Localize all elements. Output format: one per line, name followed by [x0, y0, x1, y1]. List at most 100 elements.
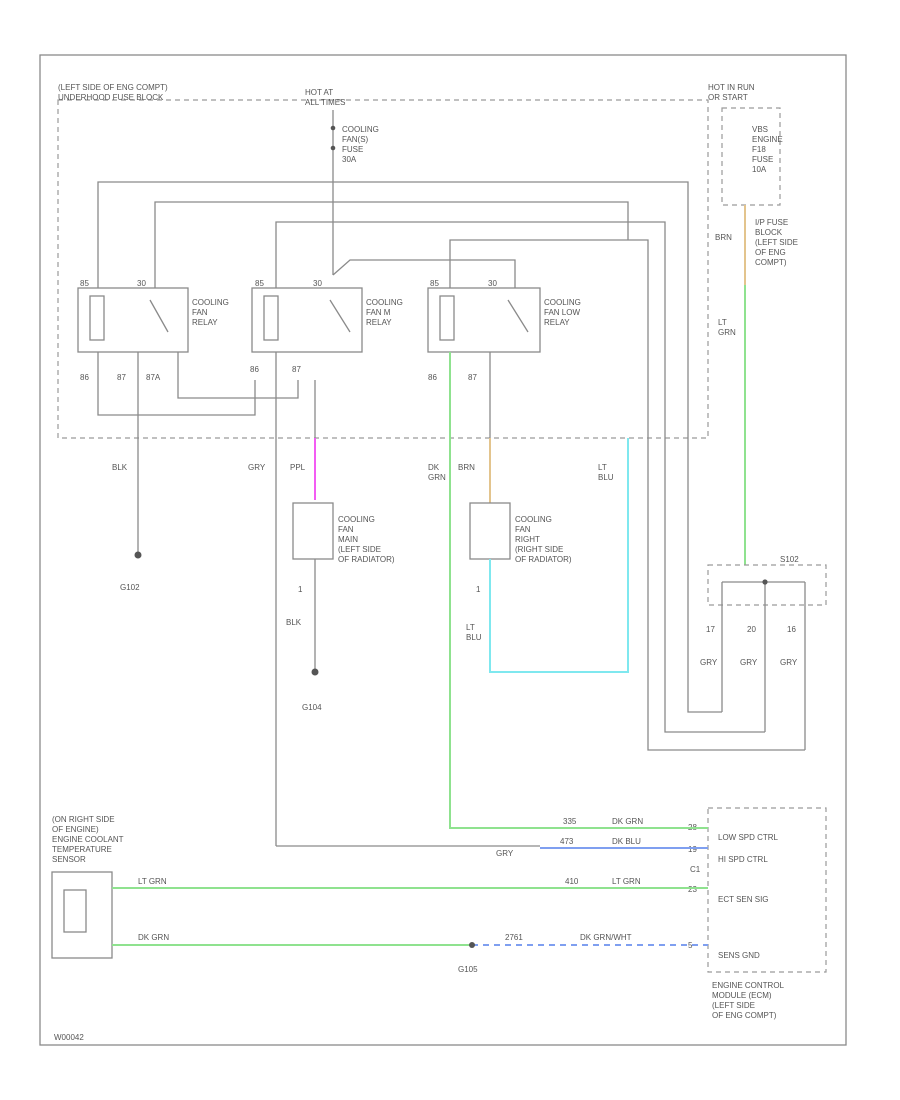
relay-30-link	[332, 259, 516, 288]
relay1-pin-87a: 87A	[146, 373, 161, 382]
relay1-pin-87: 87	[117, 373, 126, 382]
ecm-circuit-410: 410	[565, 877, 579, 886]
relay3-pin-30: 30	[488, 279, 497, 288]
splice-pin-17: 17	[706, 625, 715, 634]
wire-label-gry: GRY	[248, 463, 266, 472]
relay2-pin-86: 86	[250, 365, 259, 374]
cooling-fan-m-relay	[251, 287, 363, 353]
wire-label-blk: BLK	[112, 463, 128, 472]
splice-wire-label-16: GRY	[780, 658, 798, 667]
relay3-pin-87: 87	[468, 373, 477, 382]
relay2-pin-30: 30	[313, 279, 322, 288]
ect-wire-label-ltgrn: LT GRN	[138, 877, 167, 886]
ground-point-1	[134, 551, 142, 559]
ground-label-1: G102	[120, 583, 140, 592]
relay-interconnect-a	[97, 181, 722, 713]
ecm-pin-5: 5	[688, 941, 693, 950]
ecm-connector-label: C1	[690, 865, 701, 874]
fuse-block-label: (LEFT SIDE OF ENG COMPT)UNDERHOOD FUSE B…	[58, 83, 168, 102]
ground-point-3	[469, 942, 475, 948]
relay-interconnect-f	[177, 352, 299, 399]
relay-interconnect-c	[275, 221, 765, 733]
ecm-wire-label-gry: GRY	[496, 849, 514, 858]
lt-blu-wire	[489, 438, 629, 673]
ecm-circuit-335: 335	[563, 817, 577, 826]
relay2-coil	[263, 295, 279, 341]
motor-left-pin: 1	[298, 585, 303, 594]
ecm-pin-19: 19	[688, 845, 697, 854]
relay3-switch	[507, 299, 529, 333]
relay3-pin-86: 86	[428, 373, 437, 382]
ecm-input-low: LOW SPD CTRL	[718, 833, 779, 842]
ecm-wire-label-ltgrn: LT GRN	[612, 877, 641, 886]
dk-grn-low-speed-wire	[449, 352, 708, 829]
wire-label-brn-ip: BRN	[715, 233, 732, 242]
cooling-fan-low-relay	[427, 287, 541, 353]
fuse-terminal	[330, 125, 336, 131]
fuse-terminal-lower	[330, 145, 336, 151]
relay2-switch	[329, 299, 351, 333]
splice-label: S102	[780, 555, 799, 564]
motor-right-pin: 1	[476, 585, 481, 594]
ecm-outline	[707, 807, 827, 973]
ect-thermistor	[63, 889, 87, 933]
splice-pin-20: 20	[747, 625, 756, 634]
ecm-wire-label-dkblu: DK BLU	[612, 837, 641, 846]
fuse-block-outline	[57, 99, 709, 439]
footer-code: W00042	[54, 1033, 84, 1042]
diagram-frame	[39, 54, 847, 1046]
relay1-pin-30: 30	[137, 279, 146, 288]
ect-sensor	[51, 871, 113, 959]
wire-label-blk-2: BLK	[286, 618, 302, 627]
ecm-wire-label-dkgrnwht: DK GRN/WHT	[580, 933, 632, 942]
ecm-wire-label-dkgrn: DK GRN	[612, 817, 643, 826]
relay1-coil	[89, 295, 105, 341]
ground-point-2	[311, 668, 319, 676]
splice-node	[762, 579, 768, 585]
ground-label-3: G105	[458, 965, 478, 974]
ecm-circuit-473: 473	[560, 837, 574, 846]
relay1-pin-86: 86	[80, 373, 89, 382]
splice-outline	[707, 564, 827, 606]
ecm-input-hi: HI SPD CTRL	[718, 855, 768, 864]
relay3-pin-85: 85	[430, 279, 439, 288]
wire-label-ppl: PPL	[290, 463, 306, 472]
cooling-fan-right-motor	[469, 502, 511, 560]
ecm-circuit-2761: 2761	[505, 933, 523, 942]
relay3-coil	[439, 295, 455, 341]
cooling-fan-relay	[77, 287, 189, 353]
splice-wire-label-20: GRY	[740, 658, 758, 667]
ecm-input-ect: ECT SEN SIG	[718, 895, 769, 904]
relay-interconnect-d	[449, 239, 805, 751]
relay1-pin-85: 85	[80, 279, 89, 288]
ip-fuse-outline	[721, 107, 781, 206]
relay2-pin-87: 87	[292, 365, 301, 374]
relay-interconnect-b	[154, 201, 629, 288]
ecm-pin-23: 23	[688, 885, 697, 894]
relay-interconnect-e	[97, 352, 256, 416]
splice-pin-16: 16	[787, 625, 796, 634]
ect-wire-label-dkgrn: DK GRN	[138, 933, 169, 942]
relay1-switch	[149, 299, 169, 333]
ecm-input-gnd: SENS GND	[718, 951, 760, 960]
relay2-pin-85: 85	[255, 279, 264, 288]
cooling-fan-main-motor	[292, 502, 334, 560]
wire-label-brn: BRN	[458, 463, 475, 472]
